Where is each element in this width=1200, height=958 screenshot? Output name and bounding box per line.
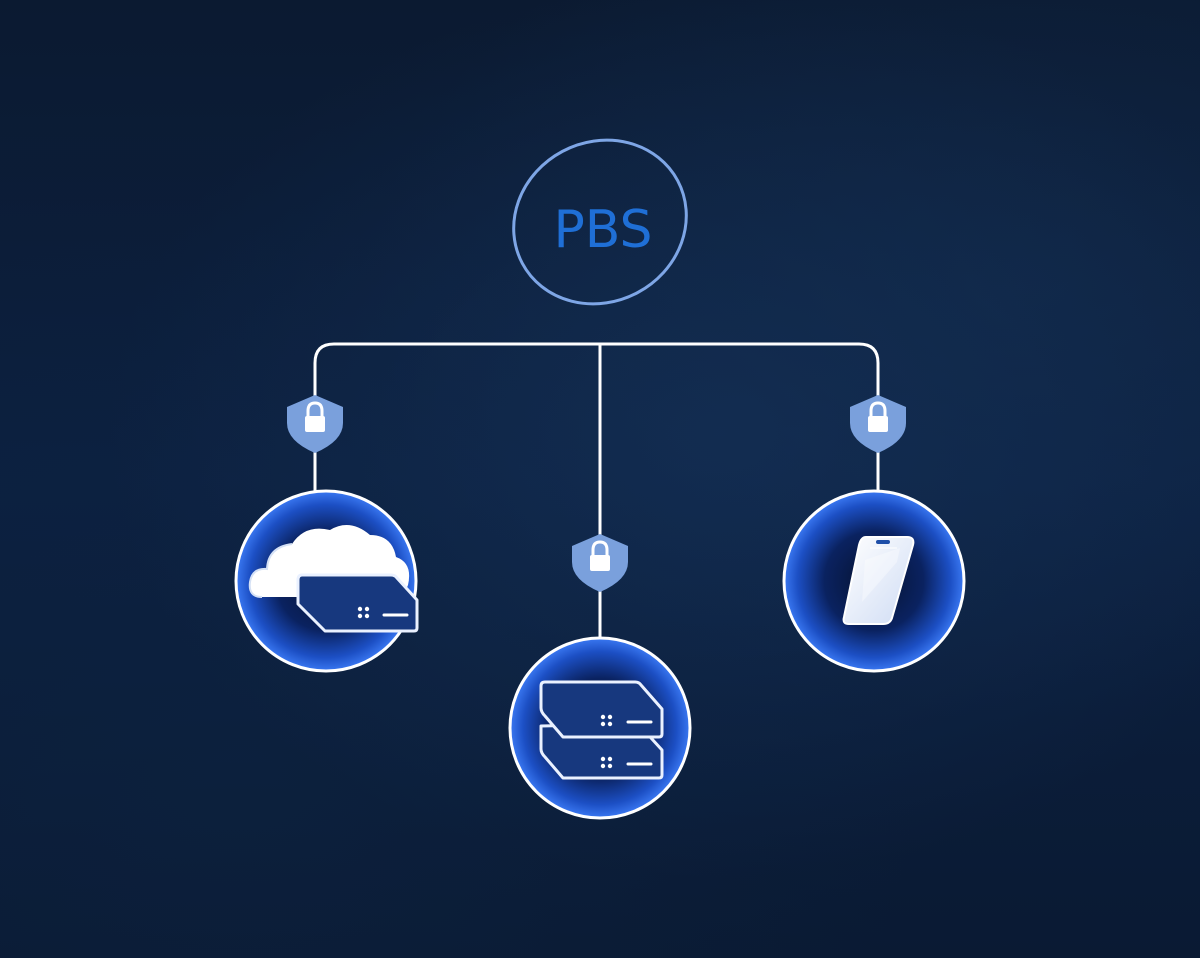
shield-lock-icon bbox=[572, 534, 628, 592]
logo-ring bbox=[512, 138, 688, 306]
connector-right bbox=[598, 342, 880, 532]
shield-lock-icon bbox=[287, 395, 343, 453]
pbs-logo: PBS bbox=[512, 138, 688, 306]
mobile-device-node bbox=[782, 489, 966, 673]
smartphone-icon bbox=[842, 536, 915, 625]
cloud-server-icon bbox=[248, 525, 419, 633]
stacked-servers-node bbox=[508, 636, 692, 820]
logo-text: PBS bbox=[553, 200, 652, 260]
server-indicators bbox=[600, 714, 613, 769]
connector-left bbox=[313, 342, 602, 532]
shield-lock-icon bbox=[850, 395, 906, 453]
cloud-server-node bbox=[234, 489, 419, 673]
